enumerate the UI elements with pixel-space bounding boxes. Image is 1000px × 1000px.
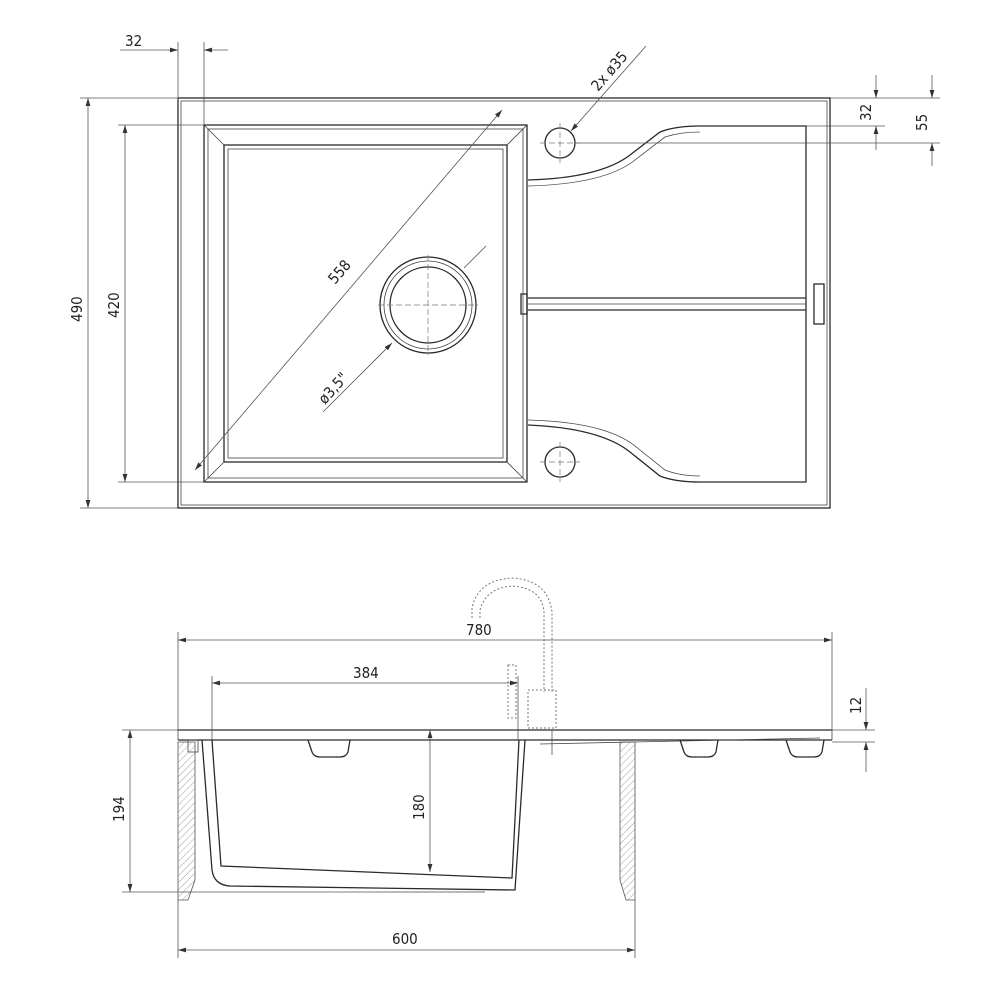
dim-label: 180	[410, 794, 428, 820]
side-view: 780 384 12 194 180 600	[110, 577, 875, 958]
sink-outline	[177, 97, 831, 509]
dim-bowl-depth: 420	[105, 124, 204, 483]
dim-bowl-height: 180	[410, 730, 433, 872]
dim-label: 384	[353, 664, 379, 682]
dim-total-height: 194	[110, 729, 375, 893]
dim-label: 600	[392, 930, 418, 948]
dim-diagonal: 558	[194, 109, 503, 471]
dim-left-offset: 32	[120, 32, 228, 125]
cabinet-walls	[177, 741, 636, 901]
dim-rim-thickness: 12	[832, 688, 875, 772]
dim-overall-width: 780	[177, 621, 833, 730]
top-view: 32 490 420 32 55 558 2x ø35 ø3,5"	[68, 32, 940, 509]
drain	[378, 255, 478, 355]
dim-label: 558	[324, 256, 354, 287]
mounting-clips	[307, 739, 825, 758]
drainboard	[520, 125, 825, 483]
dim-top-offset: 32 55	[575, 75, 940, 166]
dim-overall-depth: 490	[68, 97, 178, 509]
faucet	[471, 577, 557, 755]
bowl	[203, 124, 528, 483]
dim-bowl-width: 384	[211, 664, 519, 740]
dim-label: 780	[466, 621, 492, 639]
dim-label: 194	[110, 796, 128, 822]
dim-label: 12	[847, 697, 865, 714]
tap-holes	[540, 123, 580, 482]
dim-label: 490	[68, 296, 86, 322]
dim-label: 420	[105, 292, 123, 318]
bowl-profile	[187, 739, 526, 893]
dim-label: 32	[857, 104, 875, 121]
dim-label: 55	[913, 114, 931, 131]
dim-cabinet-width: 600	[177, 900, 636, 958]
dim-tap-holes: 2x ø35	[570, 45, 647, 132]
dim-label: 32	[125, 32, 142, 50]
